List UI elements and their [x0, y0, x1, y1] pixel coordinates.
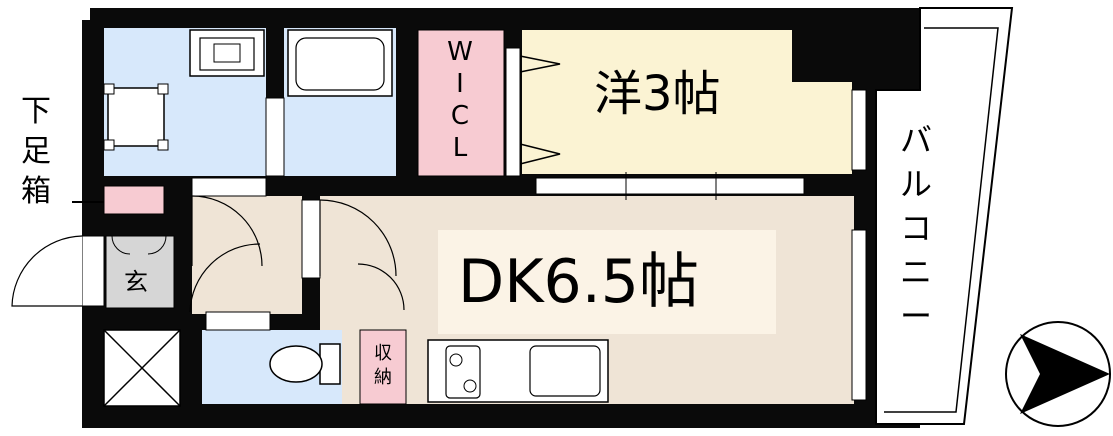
- shoe-box-label: 下 足 箱: [16, 92, 56, 212]
- bathtub-icon: [287, 29, 393, 97]
- wic-char: W: [447, 37, 473, 67]
- wall-notch-left: [82, 8, 90, 20]
- entrance-floor: [105, 235, 175, 309]
- entrance-door-frame: [81, 235, 105, 307]
- closet-door-frame: [505, 47, 521, 177]
- wic-char: L: [452, 133, 468, 163]
- toilet-icon: [269, 343, 341, 385]
- wash-bath-door: [265, 97, 285, 177]
- western-room-label: 洋3帖: [594, 70, 721, 118]
- washbasin-icon: [189, 29, 265, 77]
- storage-char: 納: [374, 367, 392, 388]
- entrance-door-swing: [11, 235, 83, 307]
- western-room-sliding-door: [535, 177, 805, 195]
- shoe-box-char: 足: [21, 134, 51, 169]
- kitchen-sink-icon: [529, 345, 601, 397]
- door-swing-icon: [189, 195, 405, 313]
- western-room-name: 洋: [594, 66, 643, 122]
- balcony-char: コ: [899, 209, 932, 247]
- balcony-char: ー: [899, 297, 932, 335]
- balcony-label: バ ル コ ニ ー: [894, 118, 938, 338]
- western-room-size: 3帖: [642, 66, 721, 122]
- window-western: [851, 89, 867, 171]
- wic-char: I: [456, 69, 464, 99]
- window-dk: [851, 229, 867, 401]
- closet-door-lower: [519, 143, 561, 165]
- dk-doorframe: [301, 199, 321, 279]
- storage-char: 収: [374, 343, 392, 364]
- balcony-char: バ: [899, 121, 932, 159]
- wic-label: W I C L: [440, 36, 480, 164]
- storage-floor: [359, 329, 407, 405]
- dk-label-panel: [438, 230, 776, 334]
- shoe-box-char: 下: [21, 94, 51, 129]
- storage-label: 収 納: [366, 342, 400, 390]
- dk-room-label: DK6.5帖: [458, 247, 699, 317]
- washing-machine-icon: [103, 83, 169, 151]
- balcony-char: ル: [899, 165, 932, 203]
- north-arrow-icon: [1005, 321, 1111, 427]
- western-room-wall-corner: [792, 30, 854, 82]
- balcony-char: ニ: [899, 253, 932, 291]
- corridor-doorframe-top: [191, 177, 267, 197]
- shoe-box-char: 箱: [21, 174, 51, 209]
- shoe-box: [103, 185, 165, 215]
- wic-char: C: [450, 101, 470, 131]
- entrance-closet-doors: [111, 235, 167, 255]
- entrance-label: 玄: [124, 268, 148, 296]
- wic-floor: [417, 29, 505, 177]
- corridor-floor: [192, 196, 302, 314]
- toilet-doorframe: [205, 311, 271, 331]
- balcony: [875, 7, 1014, 425]
- closet-door-upper: [519, 55, 561, 73]
- shaft-cross-icon: [103, 329, 181, 407]
